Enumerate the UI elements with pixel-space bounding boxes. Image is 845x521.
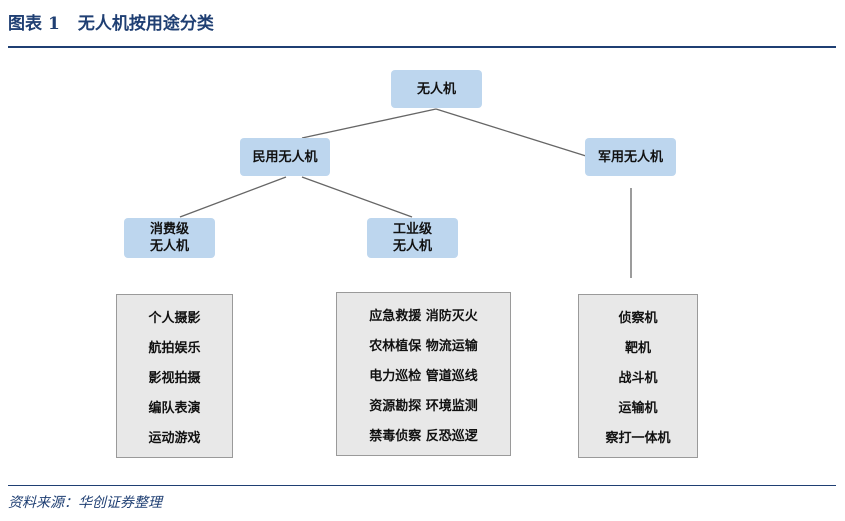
node-industrial-label-line1: 工业级 xyxy=(392,222,432,237)
list-item: 运输机 xyxy=(618,400,658,416)
list-item: 个人摄影 xyxy=(148,310,201,326)
source-divider xyxy=(8,485,836,486)
list-item: 应急救援 消防灭火 xyxy=(369,308,478,324)
consumer-uses-list: 个人摄影 航拍娱乐 影视拍摄 编队表演 运动游戏 xyxy=(116,294,233,458)
figure-label: 图表 xyxy=(8,14,42,34)
node-consumer: 消费级 无人机 xyxy=(124,218,215,258)
figure-title: 图表 1 无人机按用途分类 xyxy=(8,10,214,38)
industrial-uses-list: 应急救援 消防灭火 农林植保 物流运输 电力巡检 管道巡线 资源勘探 环境监测 … xyxy=(336,292,511,456)
node-root: 无人机 xyxy=(391,70,482,108)
list-item: 禁毒侦察 反恐巡逻 xyxy=(369,428,478,444)
connector-root-civil xyxy=(301,108,437,139)
title-divider xyxy=(8,46,836,48)
node-military: 军用无人机 xyxy=(585,138,676,176)
figure-number: 1 xyxy=(48,14,60,34)
connector-civil-consumer xyxy=(179,176,287,218)
figure-caption: 无人机按用途分类 xyxy=(77,14,214,34)
node-industrial: 工业级 无人机 xyxy=(367,218,458,258)
list-item: 侦察机 xyxy=(618,310,658,326)
node-industrial-label-line2: 无人机 xyxy=(392,239,432,254)
list-item: 电力巡检 管道巡线 xyxy=(369,368,478,384)
node-root-label: 无人机 xyxy=(416,81,456,97)
node-civil: 民用无人机 xyxy=(240,138,330,176)
node-consumer-label-line2: 无人机 xyxy=(149,239,189,254)
list-item: 编队表演 xyxy=(148,400,201,416)
connector-root-military xyxy=(435,108,587,157)
connector-civil-industrial xyxy=(301,176,413,218)
node-civil-label: 民用无人机 xyxy=(252,149,318,165)
list-item: 运动游戏 xyxy=(148,430,201,446)
node-military-label: 军用无人机 xyxy=(597,149,663,165)
military-uses-list: 侦察机 靶机 战斗机 运输机 察打一体机 xyxy=(578,294,698,458)
list-item: 战斗机 xyxy=(618,370,658,386)
list-item: 察打一体机 xyxy=(605,430,671,446)
list-item: 资源勘探 环境监测 xyxy=(369,398,478,414)
list-item: 靶机 xyxy=(624,340,651,356)
source-note: 资料来源：华创证券整理 xyxy=(8,495,162,511)
list-item: 影视拍摄 xyxy=(148,370,201,386)
list-item: 航拍娱乐 xyxy=(148,340,201,356)
list-item: 农林植保 物流运输 xyxy=(369,338,478,354)
node-consumer-label-line1: 消费级 xyxy=(149,222,189,237)
